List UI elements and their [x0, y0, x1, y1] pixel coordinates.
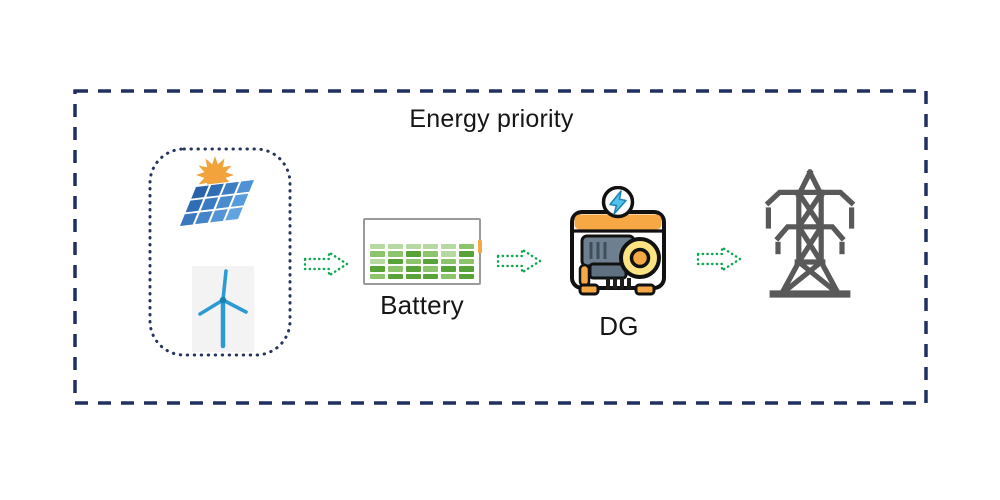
battery-bar [370, 273, 385, 279]
battery-bar [423, 273, 439, 279]
battery-bar [458, 251, 474, 257]
outer-dashed-box [73, 89, 928, 405]
battery-bar [405, 258, 421, 265]
dg-label: DG [599, 311, 639, 341]
battery-bar [370, 258, 385, 265]
diesel-generator-icon [570, 186, 666, 296]
battery-bar [458, 273, 474, 279]
battery-bar [387, 258, 403, 265]
battery-bar [423, 244, 439, 250]
battery-bar [458, 266, 474, 272]
battery-bar [405, 244, 421, 250]
battery-bar [387, 273, 403, 279]
battery-bar [441, 258, 457, 265]
battery-bar [387, 266, 403, 272]
battery-bar [405, 251, 421, 257]
transmission-tower-icon [764, 168, 856, 298]
lightning-bolt-icon [609, 190, 627, 215]
battery-bar [370, 266, 385, 272]
flow-arrow-icon [303, 251, 349, 277]
renewables-group-box [148, 147, 292, 357]
battery-bar [441, 266, 457, 272]
battery-bar [405, 266, 421, 272]
battery-bar [387, 251, 403, 257]
battery-charge-bars-icon [363, 218, 481, 285]
battery-bar [387, 244, 403, 250]
battery-bar [370, 251, 385, 257]
battery-bar [458, 258, 474, 265]
battery-bar [370, 244, 385, 250]
battery-bar [423, 266, 439, 272]
flow-arrow-icon [696, 246, 742, 272]
wind-turbine-icon [192, 266, 254, 352]
battery-bar [441, 251, 457, 257]
battery-bar [423, 251, 439, 257]
flow-arrow-icon [496, 248, 542, 274]
battery-bars [370, 242, 474, 279]
battery-bar [458, 244, 474, 250]
battery-bar [441, 273, 457, 279]
solar-panel-sun-icon [177, 156, 257, 228]
battery-bar [423, 258, 439, 265]
battery-label: Battery [380, 290, 464, 320]
diagram-title: Energy priority [409, 105, 574, 133]
battery-terminal-mark [478, 240, 482, 253]
battery-bar [441, 244, 457, 250]
battery-bar [405, 273, 421, 279]
